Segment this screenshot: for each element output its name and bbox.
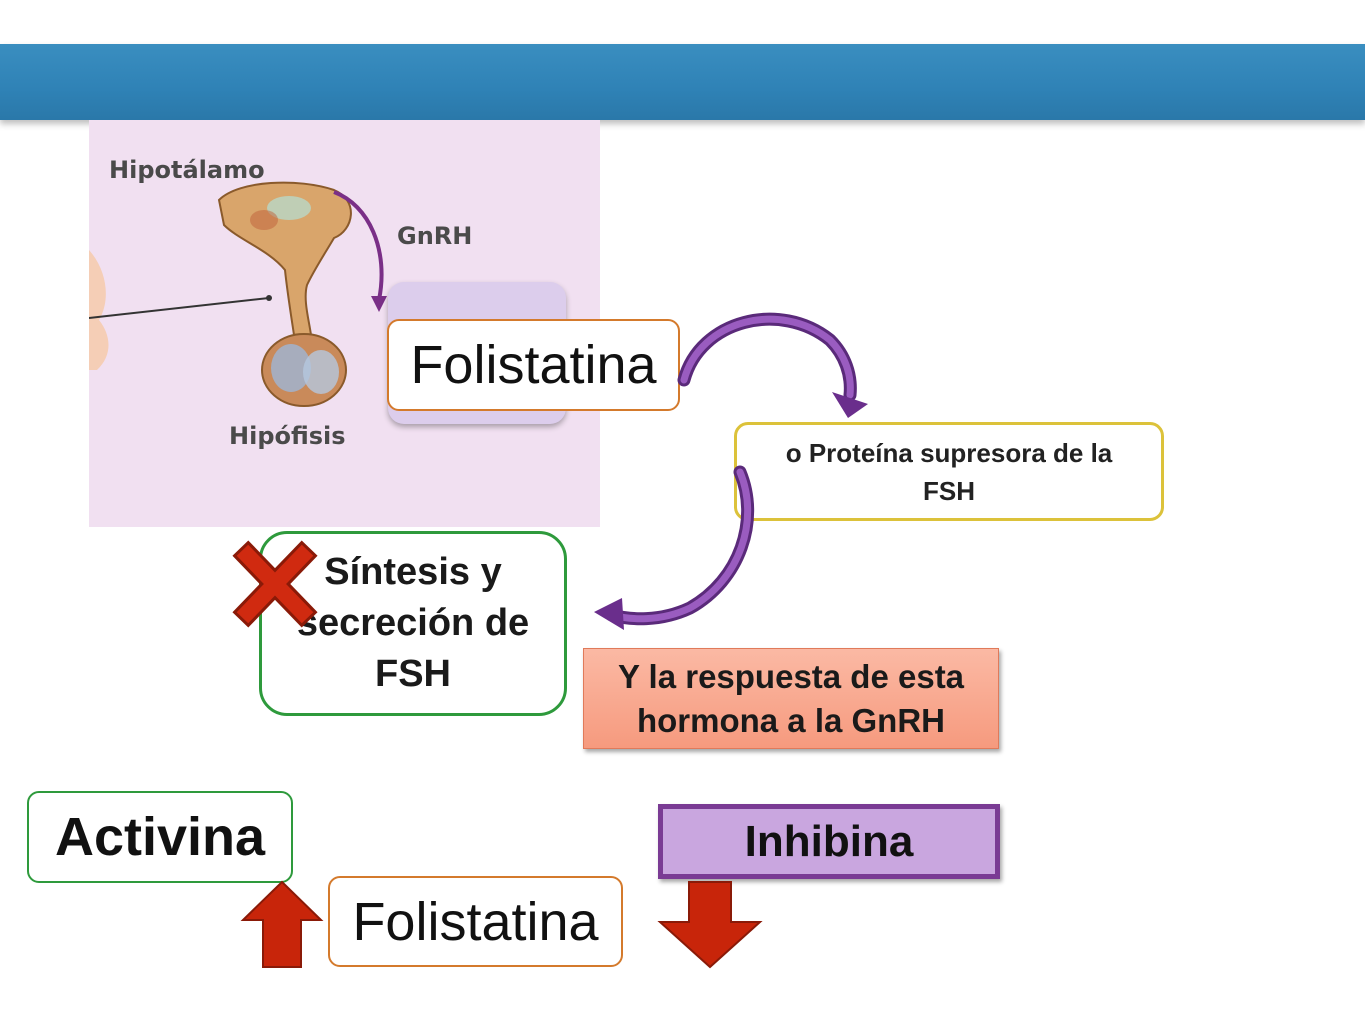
anatomy-drawing bbox=[88, 181, 387, 407]
folistatina-box-top: Folistatina bbox=[387, 319, 680, 411]
activina-box: Activina bbox=[27, 791, 293, 883]
purple-curved-arrow-icon bbox=[594, 465, 755, 630]
red-up-arrow-icon bbox=[240, 880, 324, 968]
respuesta-gnrh-box: Y la respuesta de esta hormona a la GnRH bbox=[583, 648, 999, 749]
red-x-icon bbox=[232, 540, 318, 628]
hipofisis-label: Hipófisis bbox=[229, 422, 346, 450]
folistatina-box-bottom: Folistatina bbox=[328, 876, 623, 967]
inhibina-box: Inhibina bbox=[658, 804, 1000, 879]
header-bar bbox=[0, 44, 1365, 120]
purple-curved-arrow-icon bbox=[677, 312, 868, 418]
red-down-arrow-icon bbox=[657, 881, 763, 969]
gnrh-label: GnRH bbox=[397, 222, 473, 250]
proteina-supresora-box: o Proteína supresora de la FSH bbox=[734, 422, 1164, 521]
hipotalamo-label: Hipotálamo bbox=[109, 156, 265, 184]
